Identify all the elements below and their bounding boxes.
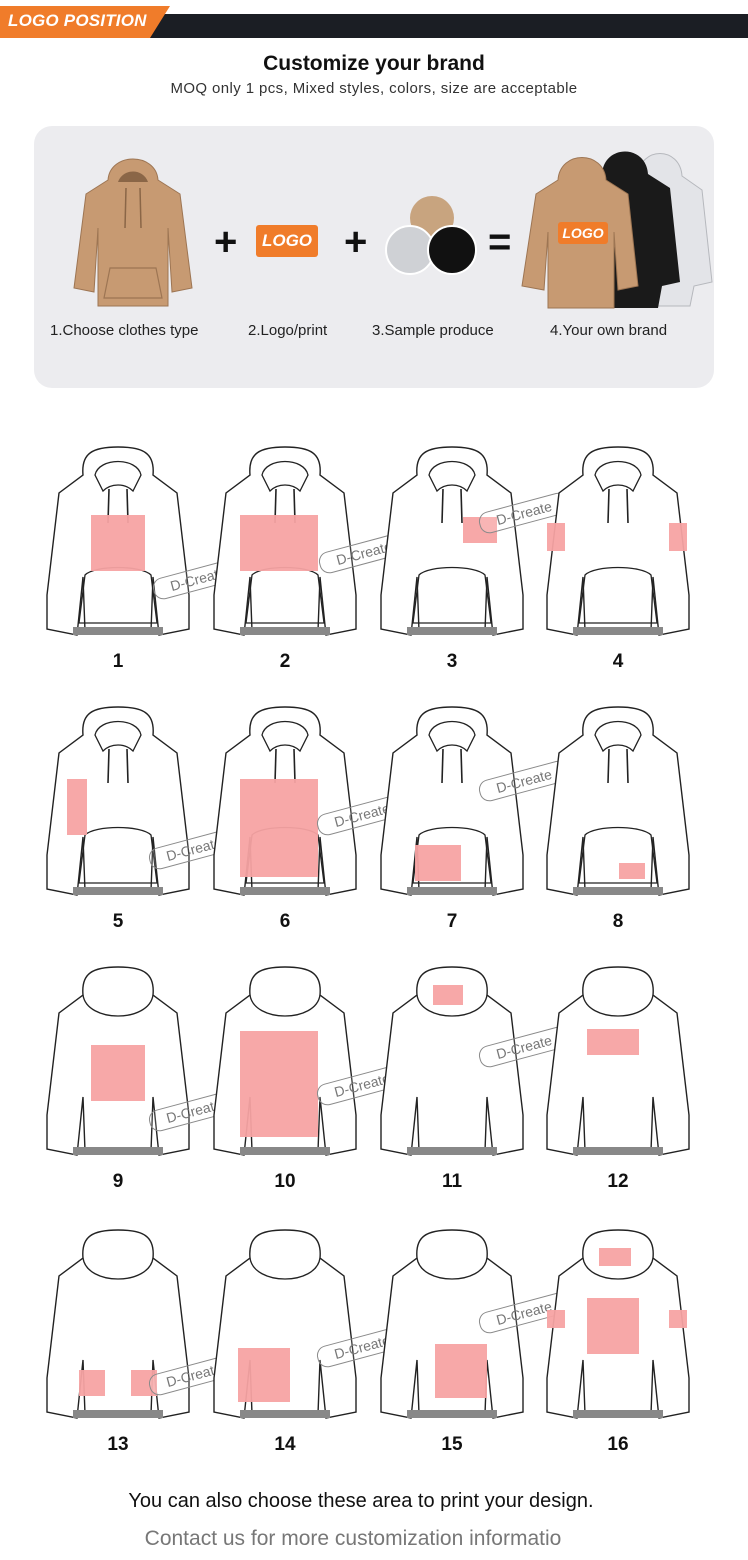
hoodie-diagram: 9 <box>43 965 193 1195</box>
position-number: 14 <box>274 1434 296 1455</box>
print-area <box>91 1045 145 1101</box>
footer-contact: Contact us for more customization inform… <box>144 1527 562 1550</box>
position-number: 8 <box>612 911 624 932</box>
hoodie-outline <box>213 446 357 636</box>
brand-logo-badge: LOGO <box>558 222 608 244</box>
print-area <box>463 517 497 543</box>
step-3-label: 3.Sample produce <box>372 322 494 339</box>
page-subtitle: MOQ only 1 pcs, Mixed styles, colors, si… <box>170 80 578 97</box>
hoodie-outline <box>380 966 524 1156</box>
tan-hoodie-image <box>73 158 193 307</box>
hoodie-diagram: 8 <box>543 705 693 935</box>
step-1-label: 1.Choose clothes type <box>50 322 199 339</box>
hoodie-diagram: 12 <box>543 965 693 1195</box>
position-number: 10 <box>274 1171 296 1192</box>
print-area <box>240 1031 318 1137</box>
hoodie-outline <box>546 1229 690 1419</box>
logo-position-tag: LOGO POSITION <box>0 6 170 38</box>
hoodie-outline <box>546 966 690 1156</box>
hoodie-outline <box>380 706 524 896</box>
print-area <box>599 1248 631 1266</box>
print-area <box>240 515 318 571</box>
position-number: 5 <box>112 911 124 932</box>
hoodie-diagram: 14 <box>210 1228 360 1458</box>
position-number: 13 <box>107 1434 129 1455</box>
print-area <box>131 1370 157 1396</box>
print-area <box>587 1298 639 1354</box>
step-2-label: 2.Logo/print <box>248 322 328 339</box>
step-4-label: 4.Your own brand <box>550 322 668 339</box>
print-area <box>547 1310 565 1328</box>
tag-label: LOGO POSITION <box>8 11 147 30</box>
tag-shape <box>0 6 170 38</box>
position-number: 16 <box>607 1434 629 1455</box>
hoodie-outline <box>46 706 190 896</box>
equals-sign: = <box>488 220 512 264</box>
page-title: Customize your brand <box>263 52 485 75</box>
print-area <box>669 1310 687 1328</box>
print-area <box>435 1344 487 1398</box>
hoodie-outline <box>546 446 690 636</box>
hoodie-outline <box>46 966 190 1156</box>
hoodie-outline <box>380 446 524 636</box>
print-area <box>240 779 318 877</box>
position-number: 12 <box>607 1171 629 1192</box>
hoodie-diagram: 7 <box>377 705 527 935</box>
print-area <box>619 863 645 879</box>
print-area <box>433 985 463 1005</box>
print-area <box>547 523 565 551</box>
print-area <box>669 523 687 551</box>
print-area <box>67 779 87 835</box>
print-area <box>238 1348 290 1402</box>
hoodie-outline <box>46 1229 190 1419</box>
position-number: 3 <box>446 651 458 672</box>
print-area <box>415 845 461 881</box>
hoodie-outline <box>213 966 357 1156</box>
position-number: 15 <box>441 1434 463 1455</box>
print-area <box>587 1029 639 1055</box>
hoodie-diagram: 13 <box>43 1228 193 1458</box>
hoodie-diagram: 15 <box>377 1228 527 1458</box>
brand-hoodies-image <box>521 151 713 309</box>
hoodie-diagram: 16 <box>543 1228 693 1458</box>
print-area <box>91 515 145 571</box>
hoodie-outline <box>213 1229 357 1419</box>
hoodie-diagram: 6 <box>210 705 360 935</box>
position-number: 11 <box>441 1171 463 1192</box>
print-area <box>79 1370 105 1396</box>
position-number: 6 <box>279 911 291 932</box>
logo-badge: LOGO <box>256 225 318 257</box>
hoodie-outline <box>46 446 190 636</box>
process-panel: 1.Choose clothes type + LOGO 2.Logo/prin… <box>34 126 714 388</box>
position-number: 2 <box>279 651 291 672</box>
hoodie-diagram: 11 <box>377 965 527 1195</box>
position-number: 1 <box>112 651 124 672</box>
hoodie-diagram: 3 <box>377 445 527 675</box>
position-number: 4 <box>612 651 624 672</box>
hoodie-diagram: 10 <box>210 965 360 1195</box>
hoodie-diagram: 5 <box>43 705 193 935</box>
plus-sign: + <box>214 220 238 264</box>
hoodie-outline <box>213 706 357 896</box>
position-number: 7 <box>446 911 458 932</box>
hoodie-diagram: 1 <box>43 445 193 675</box>
footer-note: You can also choose these area to print … <box>128 1490 594 1512</box>
plus-sign: + <box>344 220 368 264</box>
position-number: 9 <box>112 1171 124 1192</box>
hoodie-outline <box>546 706 690 896</box>
hoodie-diagram: 4 <box>543 445 693 675</box>
hoodie-diagram: 2 <box>210 445 360 675</box>
hoodie-outline <box>380 1229 524 1419</box>
color-swatches <box>385 196 477 275</box>
